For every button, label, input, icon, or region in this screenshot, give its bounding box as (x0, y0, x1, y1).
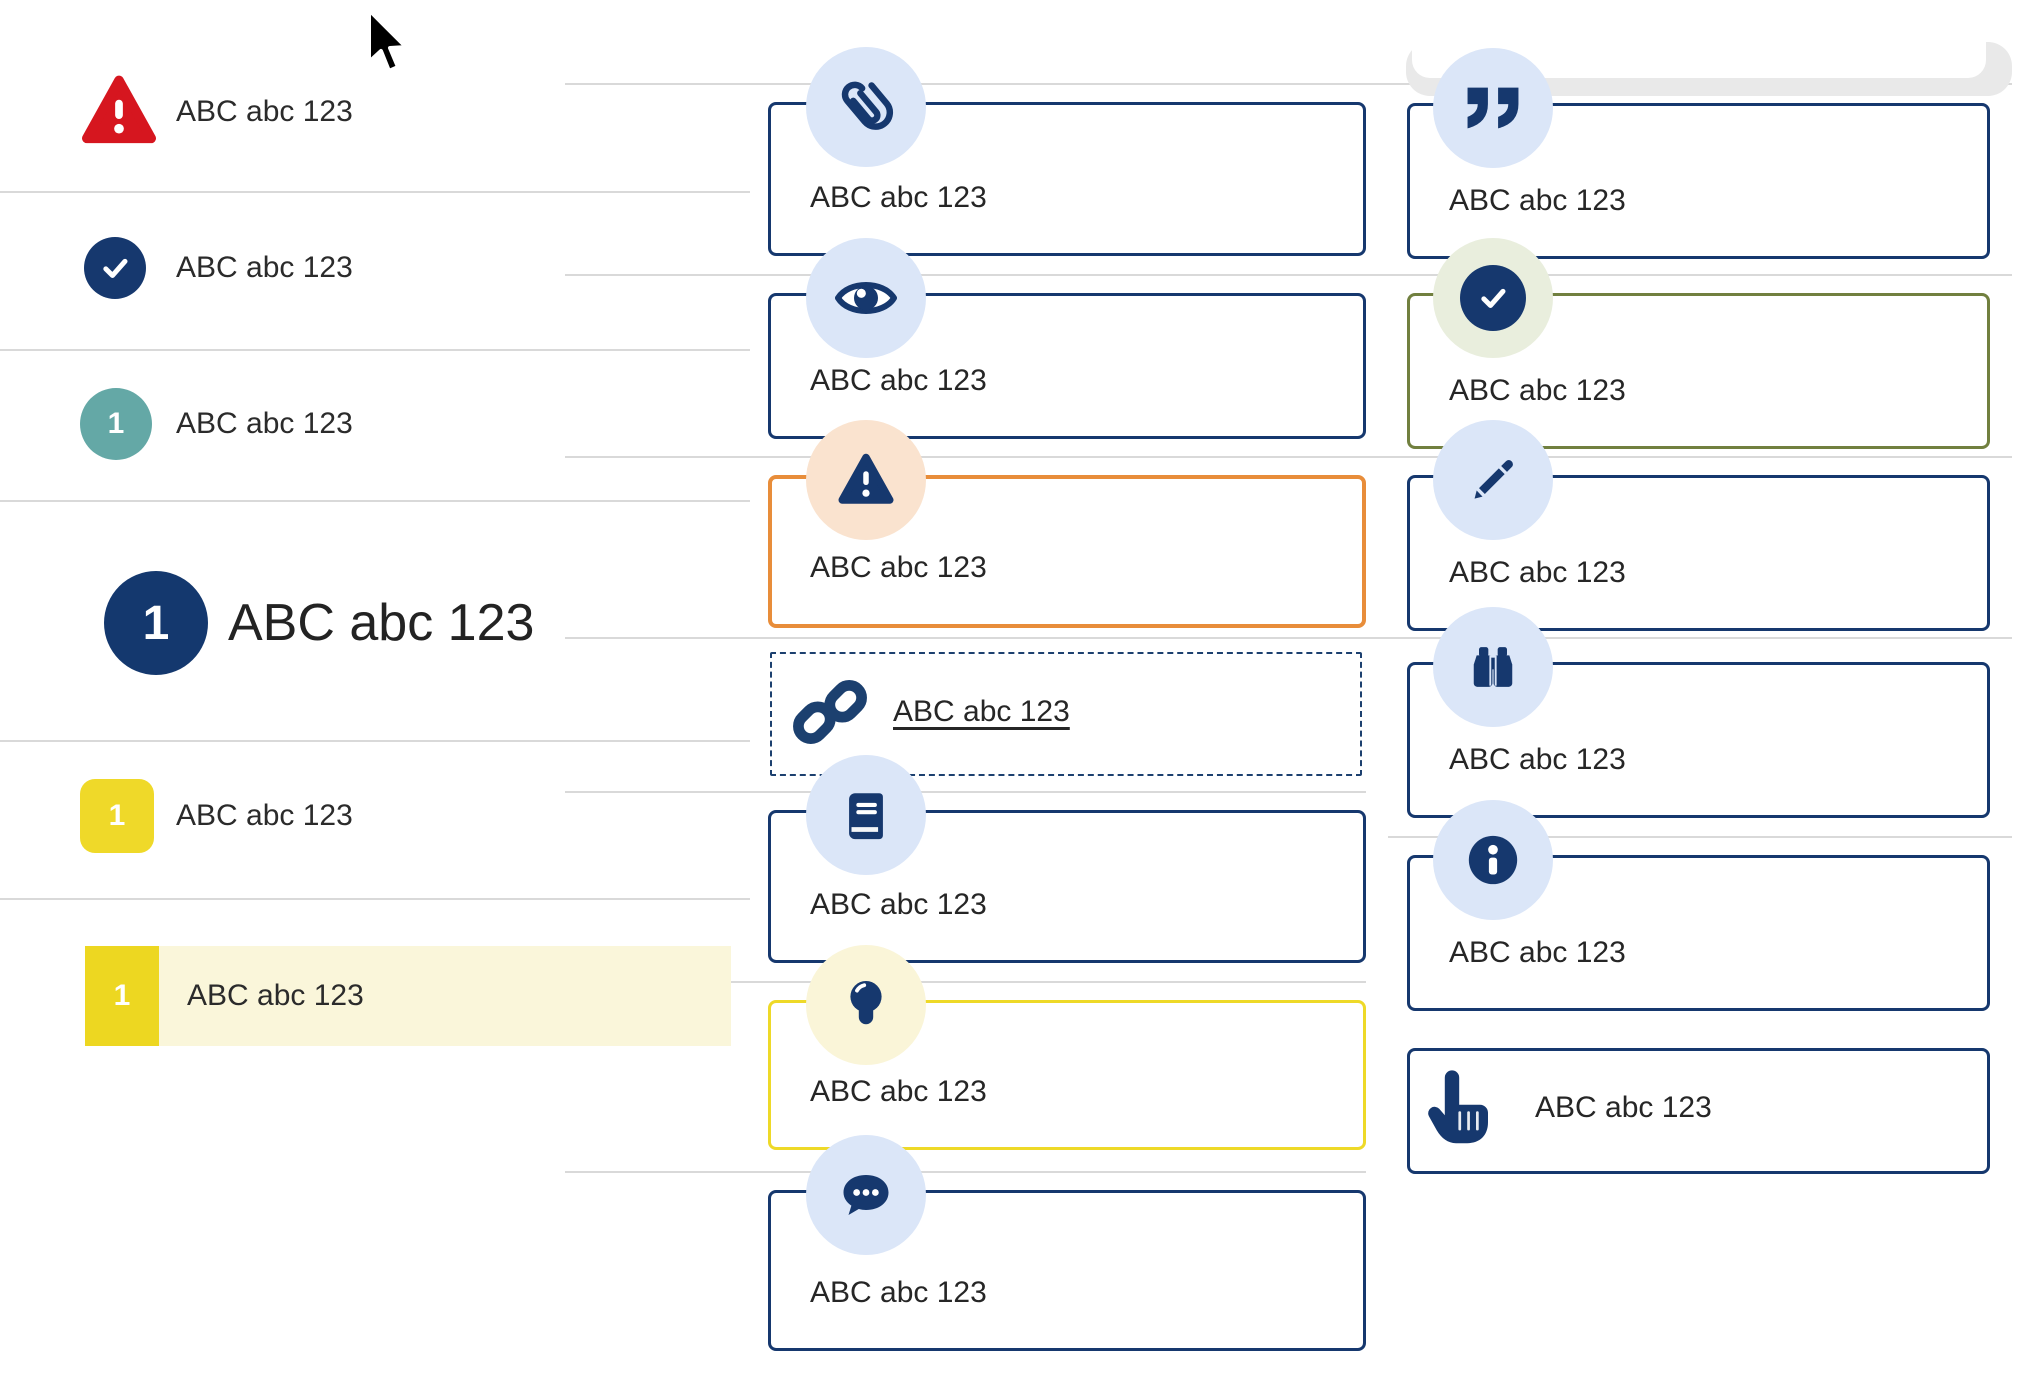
binoculars-icon (1433, 607, 1553, 727)
list-item-label: ABC abc 123 (228, 594, 535, 652)
paperclip-icon (806, 47, 926, 167)
list-item-label: ABC abc 123 (176, 799, 353, 832)
divider (565, 1171, 1366, 1173)
card-label: ABC abc 123 (1449, 556, 1626, 589)
warning-icon (806, 420, 926, 540)
navy-number-badge-large: 1 (104, 571, 208, 675)
check-icon (1433, 238, 1553, 358)
link-icon (790, 674, 870, 750)
list-separator (0, 349, 750, 351)
quote-icon (1433, 48, 1553, 168)
list-item-label: ABC abc 123 (176, 95, 353, 128)
check-circle-icon (84, 237, 146, 299)
badge-number: 1 (142, 596, 170, 650)
yellow-number-badge-highlighted: 1 (85, 946, 159, 1046)
list-item-label: ABC abc 123 (176, 407, 353, 440)
warning-triangle-icon (80, 74, 158, 148)
card-label: ABC abc 123 (810, 364, 987, 397)
list-item-label: ABC abc 123 (176, 251, 353, 284)
divider (565, 83, 2012, 85)
list-item-label: ABC abc 123 (187, 979, 364, 1012)
card-label: ABC abc 123 (810, 888, 987, 921)
divider (565, 456, 2012, 458)
card-label: ABC abc 123 (1449, 936, 1626, 969)
card-label: ABC abc 123 (1449, 743, 1626, 776)
card-label: ABC abc 123 (1449, 184, 1626, 217)
list-separator (0, 191, 750, 193)
divider (565, 274, 2012, 276)
badge-number: 1 (107, 407, 125, 440)
divider (565, 637, 2012, 639)
divider (565, 791, 1366, 793)
mouse-cursor (366, 8, 416, 82)
info-icon (1433, 800, 1553, 920)
callout-card-action[interactable] (1407, 1048, 1990, 1174)
list-separator (0, 500, 750, 502)
card-label: ABC abc 123 (810, 181, 987, 214)
chat-icon (806, 1135, 926, 1255)
card-label: ABC abc 123 (1535, 1091, 1712, 1124)
hand-pointer-icon (1424, 1068, 1488, 1148)
divider (1388, 836, 2012, 838)
badge-number: 1 (113, 979, 131, 1012)
eye-icon (806, 238, 926, 358)
card-link-label[interactable]: ABC abc 123 (893, 695, 1070, 728)
list-separator (0, 898, 750, 900)
lightbulb-icon (806, 945, 926, 1065)
highlighted-list-row[interactable] (159, 946, 731, 1046)
list-separator (0, 740, 750, 742)
card-label: ABC abc 123 (810, 551, 987, 584)
card-label: ABC abc 123 (1449, 374, 1626, 407)
yellow-number-badge: 1 (80, 779, 154, 853)
badge-number: 1 (108, 799, 126, 832)
teal-number-badge: 1 (80, 388, 152, 460)
pencil-icon (1433, 420, 1553, 540)
book-icon (806, 755, 926, 875)
card-label: ABC abc 123 (810, 1075, 987, 1108)
divider (565, 981, 1366, 983)
card-label: ABC abc 123 (810, 1276, 987, 1309)
